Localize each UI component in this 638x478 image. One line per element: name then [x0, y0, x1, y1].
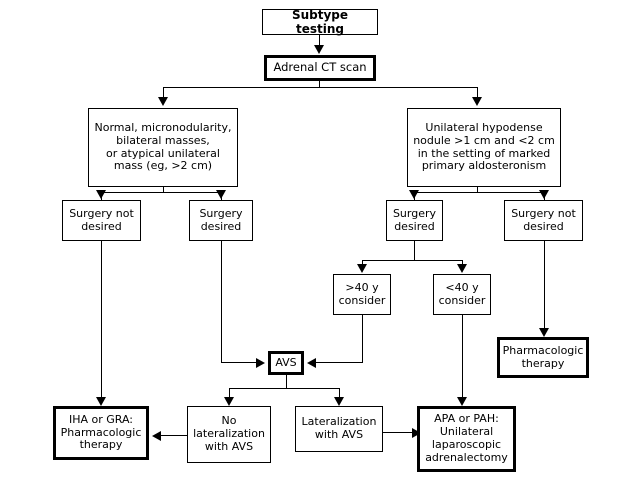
connector-surgery-desired-right-stem: [414, 241, 415, 261]
connector-under40-to-apa: [462, 315, 463, 404]
node-no-lateralization-with-avs[interactable]: No lateralization with AVS: [187, 406, 271, 463]
arrowhead-under40-to-apa: [457, 397, 467, 406]
connector-avs-to-no-lateralization: [229, 388, 230, 400]
node-surgery-desired-left[interactable]: Surgery desired: [189, 200, 253, 241]
node-subtype-testing[interactable]: Subtype testing: [262, 8, 378, 36]
node-iha-or-gra[interactable]: IHA or GRA: Pharmacologic therapy: [53, 406, 149, 460]
node-under-40-consider[interactable]: <40 y consider: [433, 274, 491, 315]
node-apa-or-pah[interactable]: APA or PAH: Unilateral laparoscopic adre…: [417, 406, 516, 472]
connector-surgery-desired-left-down: [221, 241, 222, 363]
arrowhead-avs-to-lateralization: [334, 397, 344, 406]
arrowhead-normal-to-surgery-not: [96, 190, 106, 199]
connector-over40-to-avs: [313, 362, 363, 363]
arrowhead-ct-to-normal: [158, 97, 168, 106]
connector-avs-split-bar: [229, 388, 339, 389]
connector-ct-split-bar: [163, 87, 477, 88]
connector-normal-split-bar: [101, 192, 221, 193]
connector-unilateral-split-bar: [414, 192, 544, 193]
connector-surgery-not-left-to-iha: [101, 241, 102, 404]
node-surgery-not-desired-left[interactable]: Surgery not desired: [62, 200, 141, 241]
node-normal-micronodularity[interactable]: Normal, micronodularity, bilateral masse…: [88, 108, 238, 187]
connector-normal-stem: [163, 187, 164, 193]
arrowhead-surgery-desired-left-to-avs: [256, 358, 265, 368]
arrowhead-to-under40: [457, 264, 467, 273]
connector-surgery-not-right-to-pharm: [544, 241, 545, 330]
node-pharmacologic-therapy[interactable]: Pharmacologic therapy: [497, 337, 589, 378]
connector-ct-stem: [319, 81, 320, 88]
arrowhead-normal-to-surgery-desired: [216, 190, 226, 199]
arrowhead-to-over40: [357, 264, 367, 273]
arrowhead-no-lateralization-to-iha: [152, 431, 161, 441]
connector-age-split-bar: [362, 260, 462, 261]
connector-ct-to-left-branch: [163, 87, 164, 99]
connector-unilateral-stem: [477, 187, 478, 193]
connector-avs-stem: [286, 375, 287, 389]
connector-lateralization-to-apa: [383, 432, 417, 433]
node-adrenal-ct-scan[interactable]: Adrenal CT scan: [264, 55, 376, 81]
arrowhead-avs-to-no-lateralization: [224, 397, 234, 406]
arrowhead-ct-to-unilateral: [472, 97, 482, 106]
connector-over40-down: [362, 315, 363, 363]
node-unilateral-hypodense-nodule[interactable]: Unilateral hypodense nodule >1 cm and <2…: [407, 108, 561, 187]
node-surgery-desired-right[interactable]: Surgery desired: [386, 200, 443, 241]
connector-surgery-desired-left-to-avs: [221, 362, 259, 363]
connector-avs-to-lateralization: [339, 388, 340, 400]
node-surgery-not-desired-right[interactable]: Surgery not desired: [504, 200, 583, 241]
connector-no-lateralization-to-iha: [158, 435, 190, 436]
arrowhead-unilateral-to-surgery-desired: [409, 190, 419, 199]
connector-ct-to-right-branch: [477, 87, 478, 99]
arrowhead-over40-to-avs: [307, 358, 316, 368]
arrowhead-lateralization-to-apa: [412, 428, 421, 438]
arrowhead-surgery-not-right-to-pharm: [539, 328, 549, 337]
arrowhead-surgery-not-left-to-iha: [96, 397, 106, 406]
node-over-40-consider[interactable]: >40 y consider: [333, 274, 391, 315]
connector-subtype-to-ct: [319, 35, 320, 47]
node-lateralization-with-avs[interactable]: Lateralization with AVS: [295, 406, 383, 452]
arrowhead-subtype-to-ct: [314, 45, 324, 54]
node-avs[interactable]: AVS: [268, 351, 304, 375]
arrowhead-unilateral-to-surgery-not: [539, 190, 549, 199]
